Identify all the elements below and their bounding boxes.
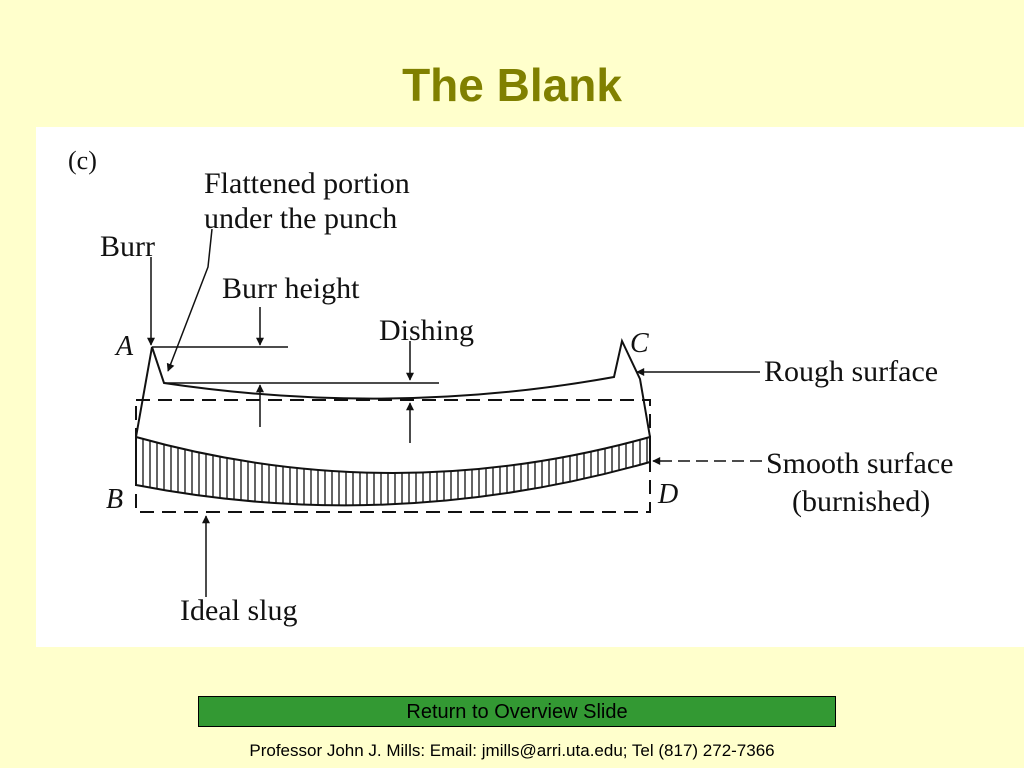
burr-label: Burr: [100, 230, 155, 263]
panel-label: (c): [68, 146, 97, 175]
slide-title: The Blank: [402, 59, 622, 111]
ideal-slug-label: Ideal slug: [180, 594, 297, 627]
flattened-label: Flattened portion: [204, 167, 410, 200]
return-to-overview-button[interactable]: Return to Overview Slide: [198, 696, 836, 727]
burr-height-label: Burr height: [222, 272, 360, 305]
point-b-label: B: [106, 484, 123, 515]
flattened-label-2: under the punch: [204, 202, 397, 235]
burnished-hatching: [142, 437, 648, 506]
point-d-label: D: [657, 479, 678, 510]
smooth-surface-label: Smooth surface: [766, 447, 953, 480]
point-a-label: A: [114, 331, 134, 362]
flattened-arrow: [166, 228, 213, 372]
blank-top-profile: [135, 337, 651, 438]
smooth-surface-label-2: (burnished): [792, 485, 930, 518]
rough-surface-label: Rough surface: [764, 355, 938, 388]
point-c-label: C: [630, 328, 649, 359]
dishing-label: Dishing: [379, 314, 474, 347]
footer-contact: Professor John J. Mills: Email: jmills@a…: [249, 741, 775, 760]
blank-diagram: (c) Flattened portion under the punch Bu…: [36, 127, 1024, 647]
